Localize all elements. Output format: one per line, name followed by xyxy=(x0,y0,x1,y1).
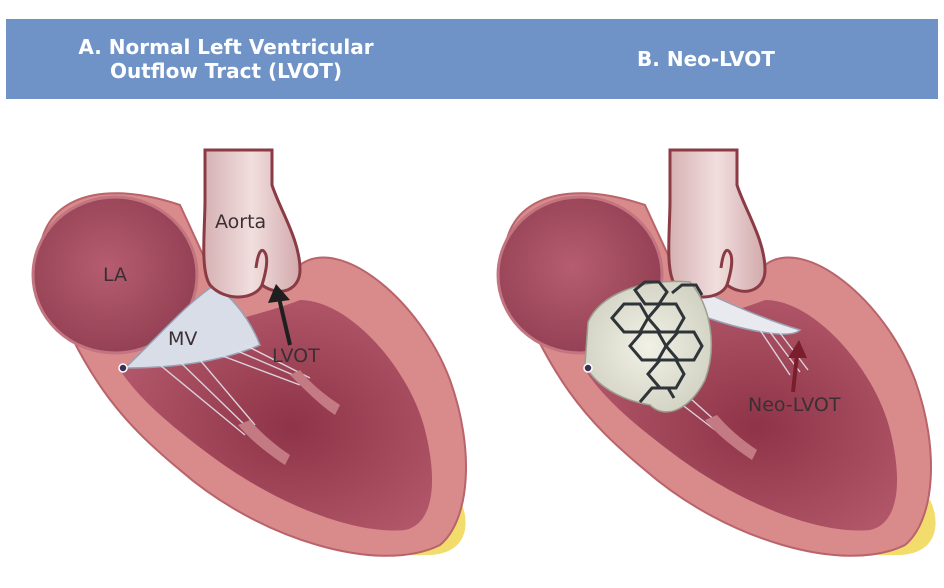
neo-lvot-arrow xyxy=(791,354,799,393)
aorta-label: Aorta xyxy=(215,211,266,233)
left-atrium xyxy=(31,195,199,355)
chordae xyxy=(159,344,311,436)
panel-a-title: A. Normal Left Ventricular Outflow Tract… xyxy=(78,35,374,83)
mv-label: MV xyxy=(168,328,197,350)
header-banner: A. Normal Left Ventricular Outflow Tract… xyxy=(6,19,938,99)
stent-frame xyxy=(610,280,704,403)
mitral-valve xyxy=(123,284,261,369)
lvot-arrow xyxy=(277,297,292,346)
neo-lvot-label: Neo-LVOT xyxy=(748,394,841,416)
la-label: LA xyxy=(103,264,127,286)
lvot-label: LVOT xyxy=(272,345,320,367)
panel-a-heart xyxy=(31,148,468,557)
panel-b-heart xyxy=(496,148,936,557)
panel-b-title: B. Neo-LVOT xyxy=(637,47,775,71)
